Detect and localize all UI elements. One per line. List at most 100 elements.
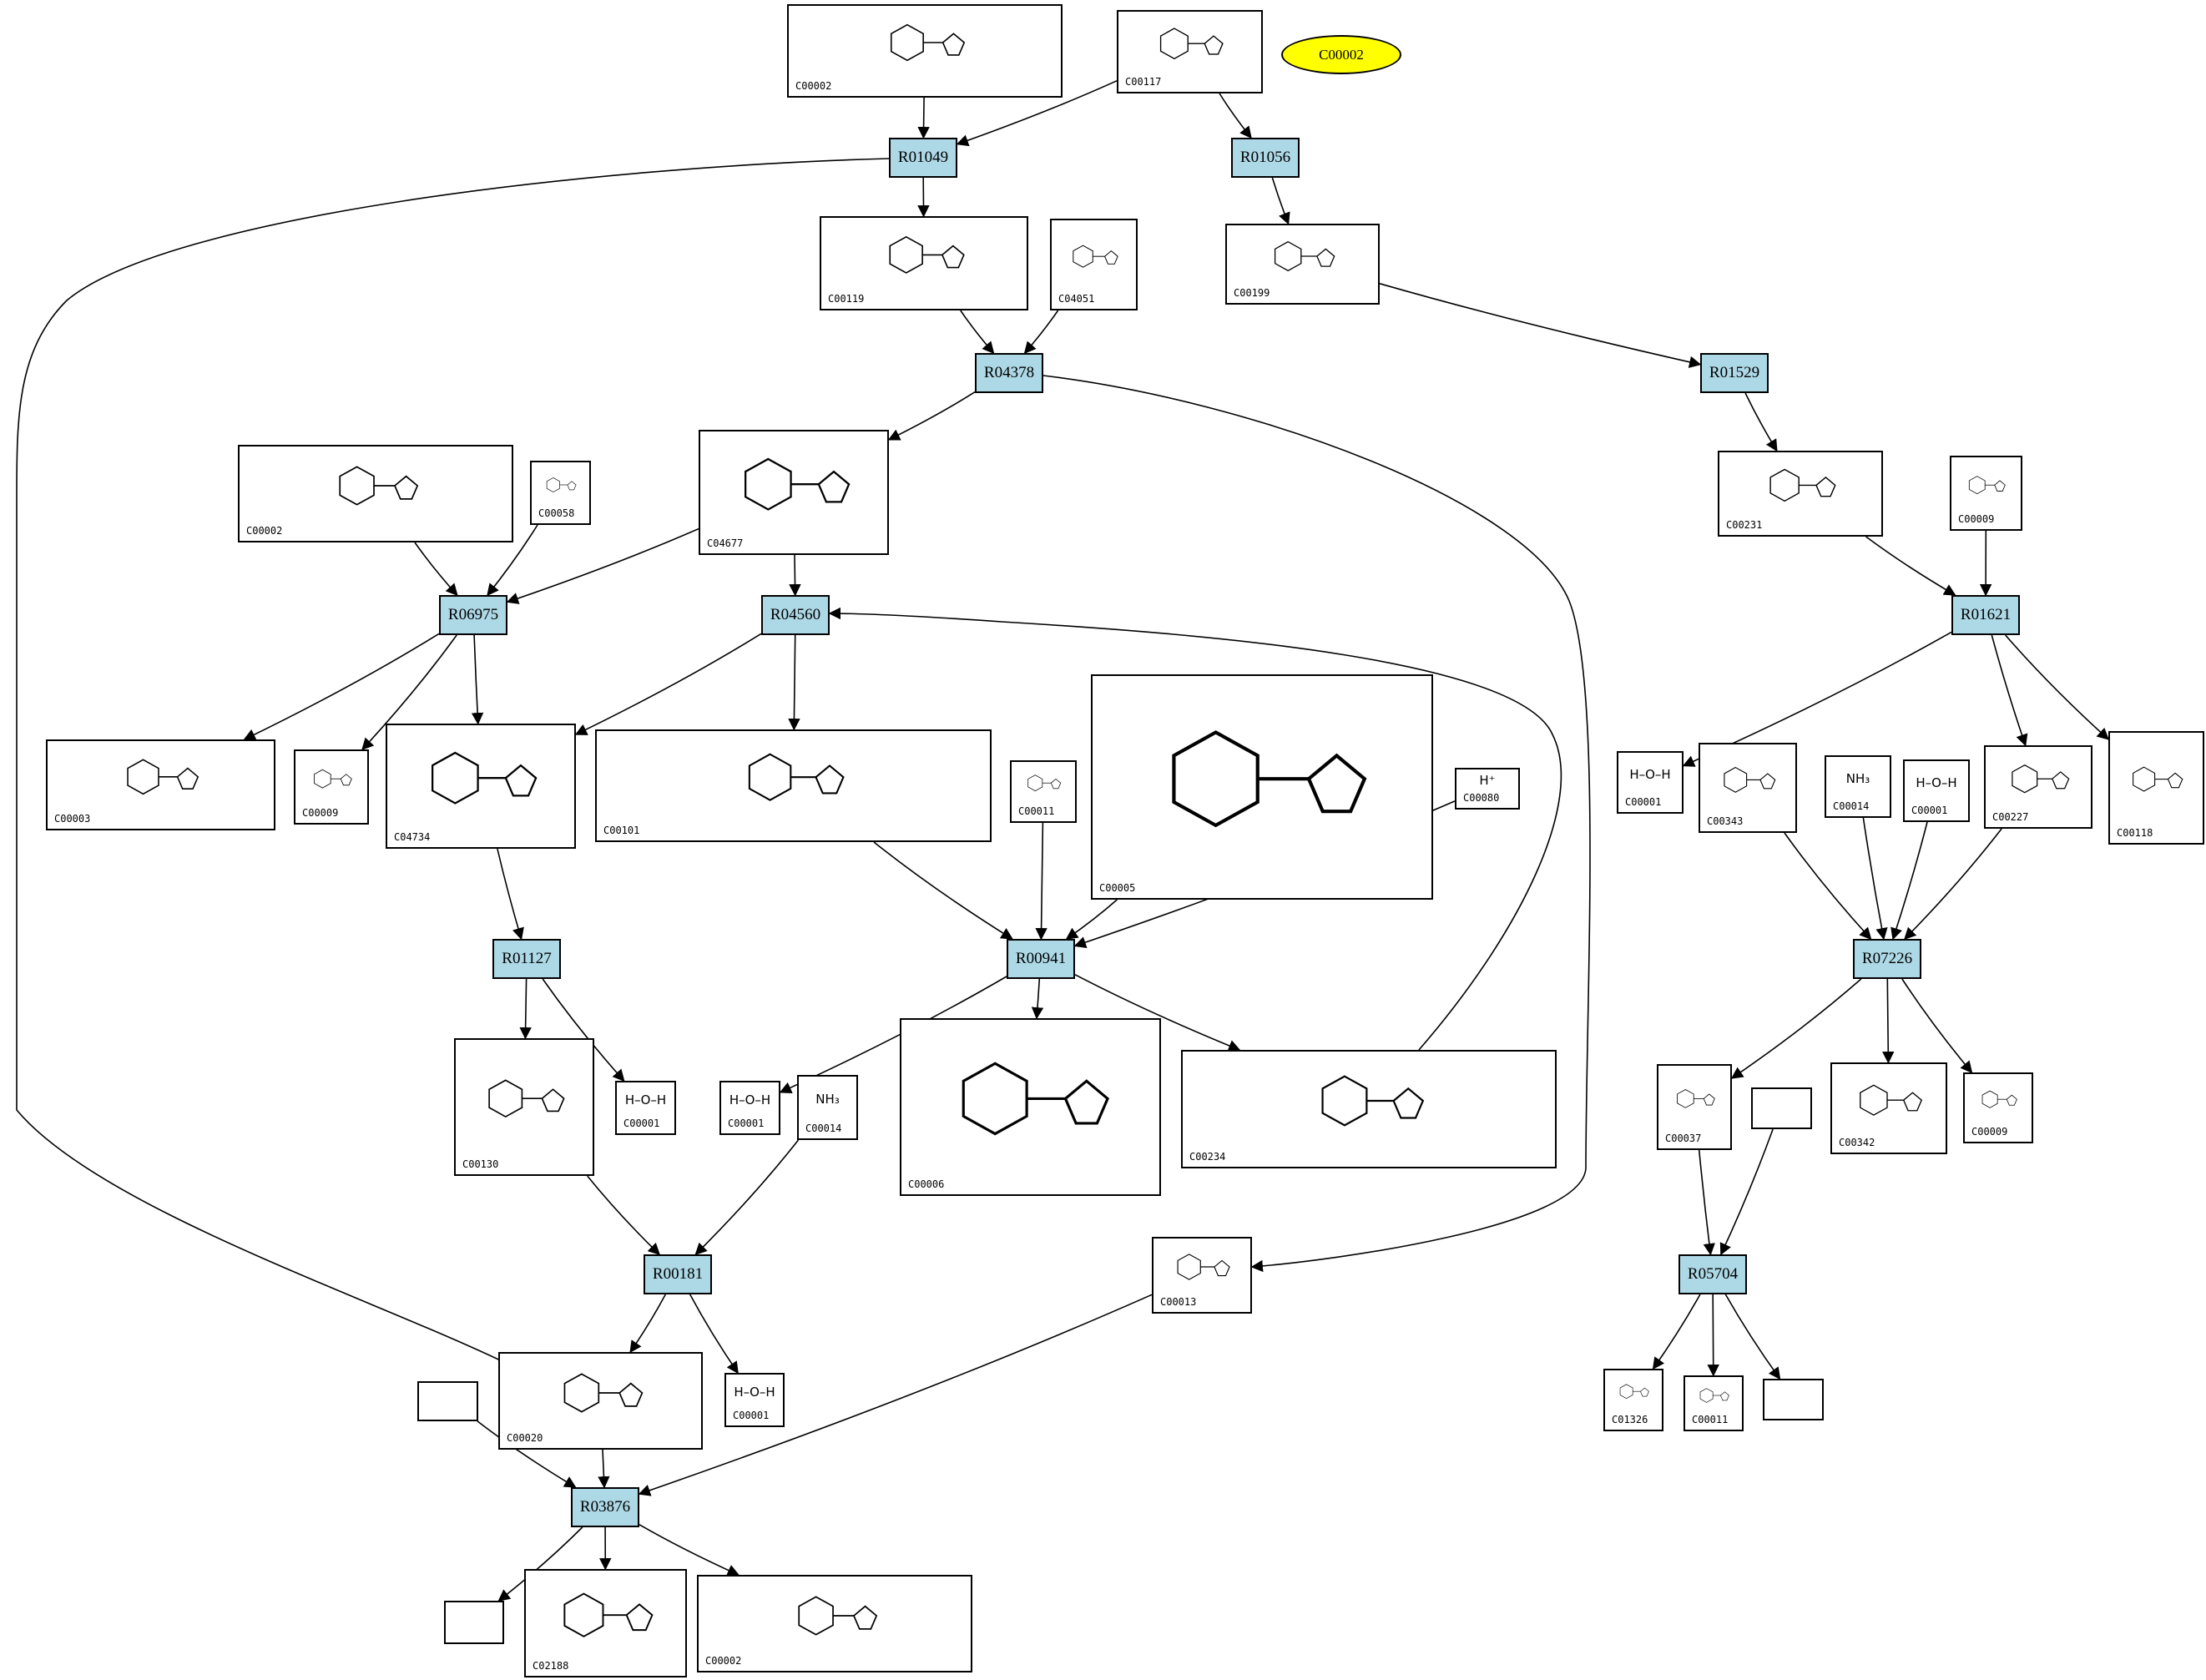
- compound-c00002[interactable]: C00002: [697, 1575, 972, 1672]
- compound-c00199[interactable]: C00199: [1225, 224, 1380, 305]
- compound-c00037[interactable]: C00037: [1657, 1064, 1732, 1150]
- compound-c04734[interactable]: C04734: [386, 724, 576, 849]
- edge-r05704-to-blank_r05704_out: [1724, 1294, 1781, 1380]
- compound-c00011[interactable]: C00011: [1684, 1375, 1744, 1431]
- compound-c04051[interactable]: C04051: [1050, 219, 1138, 310]
- structure-icon: [1012, 762, 1075, 805]
- structure-icon: [532, 462, 589, 507]
- edge-c00199-to-r01529: [1379, 283, 1702, 368]
- compound-c00227[interactable]: C00227: [1984, 745, 2092, 829]
- compound-c01326[interactable]: C01326: [1603, 1369, 1663, 1431]
- edge-c00011_a-to-r00941: [1035, 822, 1047, 941]
- compound-c00011[interactable]: C00011: [1010, 760, 1077, 823]
- compound-id-label: C00014: [1833, 800, 1870, 812]
- compound-c04677[interactable]: C04677: [699, 430, 889, 555]
- edge-r07226-to-c00342: [1882, 978, 1895, 1064]
- reaction-r01529[interactable]: R01529: [1700, 353, 1769, 393]
- compound-c00130[interactable]: C00130: [454, 1038, 594, 1176]
- reaction-r04378[interactable]: R04378: [975, 353, 1043, 393]
- edge-c00013-to-r03876: [638, 1294, 1153, 1496]
- compound-c00005[interactable]: C00005: [1091, 674, 1433, 900]
- compound-blank[interactable]: [1763, 1379, 1824, 1420]
- compound-id-label: C00342: [1839, 1137, 1875, 1148]
- compound-id-label: C02188: [533, 1660, 569, 1672]
- structure-icon: [387, 725, 574, 830]
- compound-formula: NH₃: [1845, 770, 1870, 786]
- structure-icon: [1183, 1052, 1555, 1150]
- reaction-r07226[interactable]: R07226: [1853, 939, 1921, 979]
- compound-c00101[interactable]: C00101: [595, 729, 992, 842]
- edge-c00002_left-to-r06975: [414, 542, 458, 597]
- edge-c00231-to-r01621: [1865, 536, 1956, 596]
- reaction-r06975[interactable]: R06975: [439, 595, 507, 635]
- structure-icon: [1965, 1074, 2032, 1125]
- edge-c00001_b-to-r07226: [1890, 821, 1928, 941]
- compound-id-label: C01326: [1612, 1414, 1648, 1425]
- compound-blank[interactable]: [1751, 1087, 1812, 1129]
- structure-icon: [789, 6, 1061, 79]
- structure-icon: [1986, 747, 2091, 810]
- structure-icon: [597, 731, 990, 824]
- compound-c00080[interactable]: H⁺C00080: [1455, 768, 1520, 810]
- compound-id-label: C00118: [2117, 827, 2153, 839]
- compound-c00234[interactable]: C00234: [1181, 1050, 1557, 1168]
- compound-formula: H–O–H: [734, 1384, 775, 1400]
- edge-c00002_top-to-r01049: [917, 97, 930, 139]
- compound-c00013[interactable]: C00013: [1152, 1237, 1252, 1314]
- compound-id-label: C04677: [707, 537, 744, 549]
- edge-r00181-to-c00020: [629, 1294, 667, 1354]
- compound-id-label: C00117: [1125, 76, 1162, 88]
- structure-icon: [1153, 1239, 1250, 1295]
- structure-icon: [1227, 225, 1378, 286]
- compound-c00118[interactable]: C00118: [2108, 731, 2204, 845]
- reaction-r00181[interactable]: R00181: [644, 1254, 712, 1294]
- edge-c00101-to-r00941: [873, 841, 1013, 940]
- compound-id-label: C00080: [1463, 792, 1500, 804]
- reaction-r01621[interactable]: R01621: [1951, 595, 2020, 635]
- reaction-r01127[interactable]: R01127: [492, 939, 561, 979]
- compound-c00014[interactable]: NH₃ C00014: [1825, 755, 1891, 818]
- compound-id-label: C00001: [733, 1410, 770, 1421]
- compound-c00006[interactable]: C00006: [900, 1018, 1161, 1196]
- compound-c00342[interactable]: C00342: [1830, 1062, 1947, 1154]
- compound-c00058[interactable]: C00058: [530, 461, 591, 525]
- edge-c00343-to-r07226: [1784, 832, 1872, 941]
- compound-c00117[interactable]: C00117: [1117, 10, 1263, 93]
- reaction-r00941[interactable]: R00941: [1007, 939, 1075, 979]
- structure-icon: [821, 218, 1027, 292]
- structure-icon: [1700, 744, 1795, 815]
- reaction-r05704[interactable]: R05704: [1678, 1254, 1747, 1294]
- compound-c00003[interactable]: C00003: [46, 739, 275, 830]
- compound-c00009[interactable]: C00009: [294, 749, 369, 825]
- compound-id-label: C00227: [1992, 811, 2029, 823]
- compound-c00020[interactable]: C00020: [498, 1352, 703, 1450]
- reaction-r01049[interactable]: R01049: [889, 138, 957, 178]
- compound-id-label: C00006: [908, 1178, 945, 1190]
- compound-c00009[interactable]: C00009: [1950, 456, 2022, 531]
- compound-c00009[interactable]: C00009: [1963, 1072, 2033, 1143]
- compound-c00231[interactable]: C00231: [1718, 451, 1883, 537]
- reaction-r04560[interactable]: R04560: [761, 595, 830, 635]
- highlight-ellipse[interactable]: C00002: [1281, 35, 1401, 74]
- compound-blank[interactable]: [417, 1381, 478, 1421]
- edge-c00020-to-r03876: [598, 1449, 610, 1489]
- compound-c00343[interactable]: C00343: [1699, 743, 1797, 833]
- compound-c00119[interactable]: C00119: [820, 216, 1028, 310]
- compound-blank[interactable]: [444, 1601, 504, 1644]
- compound-c00002[interactable]: C00002: [787, 4, 1063, 98]
- reaction-r01056[interactable]: R01056: [1231, 138, 1300, 178]
- compound-id-label: C00009: [1958, 513, 1995, 525]
- compound-c00001[interactable]: H–O–H C00001: [724, 1373, 785, 1427]
- compound-id-label: C00005: [1099, 882, 1136, 894]
- reaction-r03876[interactable]: R03876: [571, 1487, 639, 1527]
- compound-id-label: C00234: [1189, 1151, 1226, 1163]
- compound-c00002[interactable]: C00002: [238, 445, 513, 542]
- compound-c02188[interactable]: C02188: [524, 1569, 687, 1677]
- structure-icon: [700, 431, 887, 537]
- edge-c00014_a-to-r07226: [1862, 817, 1888, 941]
